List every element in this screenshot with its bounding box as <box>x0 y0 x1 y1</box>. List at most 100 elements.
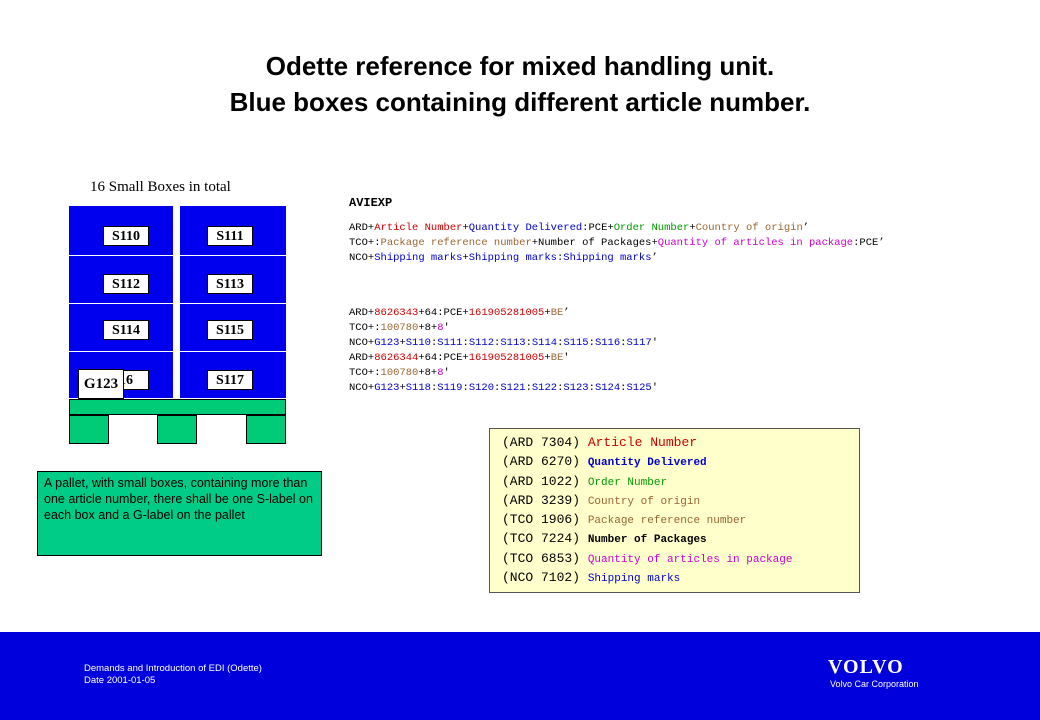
code-segment: NCO+ <box>349 382 375 394</box>
slide-title: Odette reference for mixed handling unit… <box>0 48 1040 120</box>
code-segment: S115 <box>563 337 589 349</box>
s-label: S114 <box>103 320 149 340</box>
code-segment: +8+ <box>418 367 438 379</box>
code-segment: + <box>544 307 551 319</box>
code-segment: 161905281005 <box>468 352 545 364</box>
legend-row: (ARD 7304) Article Number <box>502 433 859 452</box>
code-segment: 100780 <box>380 322 419 334</box>
code-segment: S110 <box>405 337 431 349</box>
code-segment: Shipping marks <box>563 252 652 264</box>
legend-row: (TCO 1906) Package reference number <box>502 510 859 529</box>
code-segment: ' <box>443 367 450 379</box>
code-segment: +64:PCE+ <box>418 307 469 319</box>
pallet-note: A pallet, with small boxes, containing m… <box>37 471 322 556</box>
code-segment: 100780 <box>380 367 419 379</box>
legend-code: (TCO 1906) <box>502 512 588 528</box>
code-segment: NCO+ <box>349 252 375 264</box>
box-row-divider <box>69 255 286 256</box>
s-label: S110 <box>103 226 149 246</box>
code-segment: : <box>494 337 501 349</box>
volvo-logo: VOLVO <box>828 656 904 678</box>
code-segment: S111 <box>437 337 463 349</box>
footer-line-1: Demands and Introduction of EDI (Odette) <box>84 663 262 674</box>
code-segment: G123 <box>374 382 400 394</box>
pallet-foot <box>69 415 109 444</box>
code-segment: 8 <box>437 367 444 379</box>
message-name: AVIEXP <box>349 196 393 210</box>
message-example: ARD+8626343+64:PCE+161905281005+BE’TCO+:… <box>349 306 658 396</box>
code-segment: BE <box>550 352 564 364</box>
code-segment: :PCE+ <box>582 222 614 234</box>
legend-code: (TCO 7224) <box>502 531 588 547</box>
code-segment: ’ <box>563 307 570 319</box>
code-segment: TCO+: <box>349 237 381 249</box>
code-segment: 8626344 <box>374 352 419 364</box>
code-segment: Article Number <box>374 222 463 234</box>
code-segment: +64:PCE+ <box>418 352 469 364</box>
footer-bar <box>0 632 1040 720</box>
code-segment: +8+ <box>418 322 438 334</box>
code-segment: +Number of Packages+ <box>531 237 658 249</box>
footer-line-2: Date 2001-01-05 <box>84 675 156 686</box>
code-segment: + <box>462 252 469 264</box>
legend-row: (ARD 6270) Quantity Delivered <box>502 452 859 471</box>
code-segment: Shipping marks <box>468 252 557 264</box>
code-line: ARD+8626344+64:PCE+161905281005+BE' <box>349 351 658 366</box>
code-segment: TCO+: <box>349 322 381 334</box>
code-segment: Package reference number <box>380 237 532 249</box>
code-segment: 8 <box>437 322 444 334</box>
legend-description: Article Number <box>587 435 698 450</box>
code-segment: : <box>556 252 564 264</box>
code-segment: S118 <box>405 382 431 394</box>
code-segment: : <box>462 337 469 349</box>
message-template: ARD+Article Number+Quantity Delivered:PC… <box>349 221 885 266</box>
code-segment: ' <box>563 352 570 364</box>
code-segment: : <box>525 382 532 394</box>
code-segment: ’ <box>802 222 810 234</box>
code-segment: + <box>399 382 406 394</box>
code-segment: : <box>588 337 595 349</box>
box-row-divider <box>69 351 286 352</box>
code-segment: 161905281005 <box>468 307 545 319</box>
code-segment: S117 <box>626 337 652 349</box>
code-line: NCO+G123+S118:S119:S120:S121:S122:S123:S… <box>349 381 658 396</box>
code-segment: : <box>620 382 627 394</box>
s-label: S117 <box>207 370 253 390</box>
code-segment: :PCE’ <box>853 237 885 249</box>
code-segment: TCO+: <box>349 367 381 379</box>
s-label: S115 <box>207 320 253 340</box>
code-segment: S122 <box>531 382 558 394</box>
code-segment: 8626343 <box>374 307 419 319</box>
code-segment: + <box>689 222 696 234</box>
code-segment: S124 <box>594 382 621 394</box>
code-segment: : <box>620 337 627 349</box>
code-segment: S113 <box>500 337 526 349</box>
title-line-1: Odette reference for mixed handling unit… <box>265 51 775 81</box>
code-segment: G123 <box>374 337 400 349</box>
code-segment: S123 <box>563 382 589 394</box>
s-label: S112 <box>103 274 149 294</box>
code-line: TCO+:Package reference number+Number of … <box>349 236 885 251</box>
code-line: NCO+G123+S110:S111:S112:S113:S114:S115:S… <box>349 336 658 351</box>
code-segment: S119 <box>437 382 463 394</box>
code-line: NCO+Shipping marks+Shipping marks:Shippi… <box>349 251 885 266</box>
code-segment: S112 <box>468 337 495 349</box>
code-segment: : <box>588 382 595 394</box>
brand-subtitle: Volvo Car Corporation <box>830 679 919 689</box>
legend-code: (TCO 6853) <box>502 550 588 566</box>
s-label: S113 <box>207 274 253 294</box>
code-line: TCO+:100780+8+8' <box>349 366 658 381</box>
legend-description: Country of origin <box>587 495 701 508</box>
legend-row: (TCO 6853) Quantity of articles in packa… <box>502 549 859 568</box>
code-segment: : <box>557 337 564 349</box>
legend-row: (NCO 7102) Shipping marks <box>502 568 859 587</box>
code-segment: : <box>430 337 438 349</box>
code-segment: ' <box>443 322 450 334</box>
code-segment: S120 <box>468 382 495 394</box>
code-segment: ' <box>651 337 658 349</box>
code-segment: + <box>462 222 469 234</box>
footer-text: Demands and Introduction of EDI (Odette)… <box>84 663 262 687</box>
code-segment: Country of origin <box>695 222 803 234</box>
code-segment: NCO+ <box>349 337 375 349</box>
code-segment: ARD+ <box>349 307 375 319</box>
